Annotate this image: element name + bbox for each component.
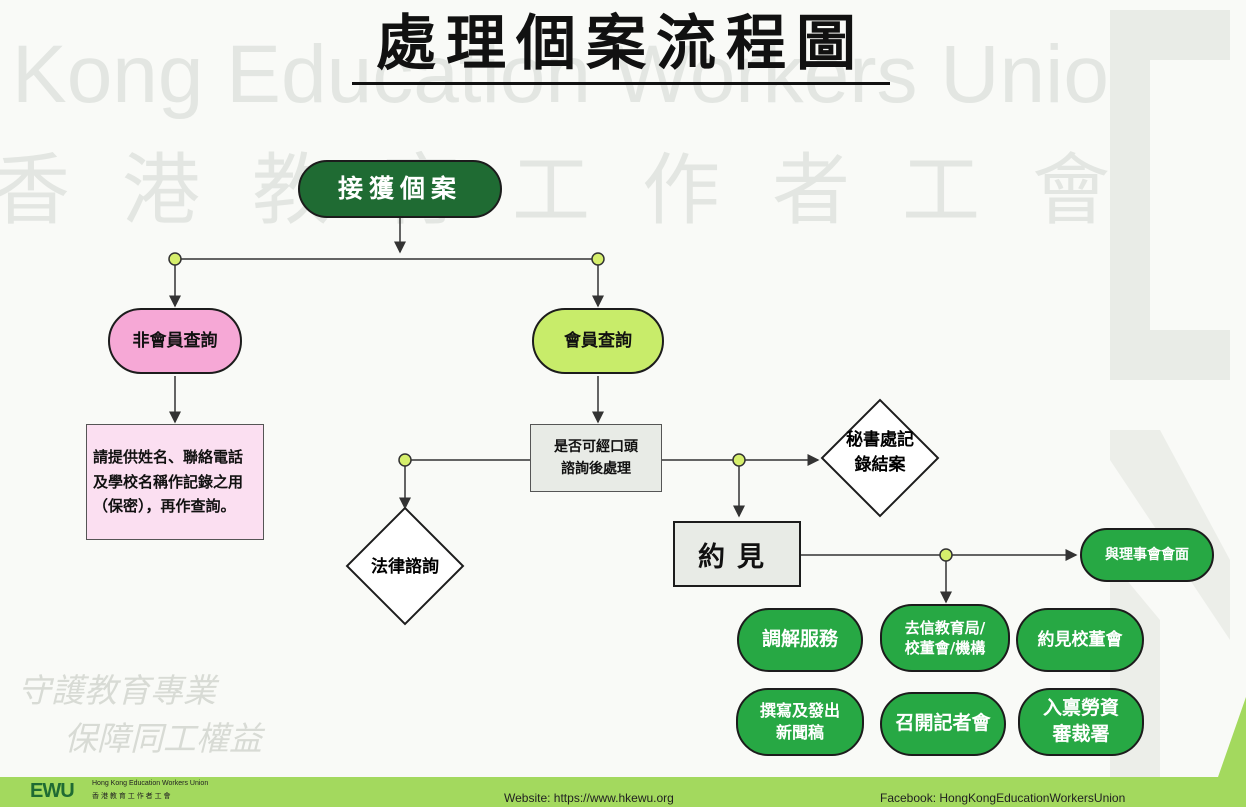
corner-accent	[1218, 697, 1246, 777]
footer-website[interactable]: Website: https://www.hkewu.org	[504, 791, 674, 805]
footer-org-en: Hong Kong Education Workers Union	[92, 780, 209, 787]
start-node: 接獲個案	[298, 160, 502, 218]
press-release-node: 撰寫及發出 新聞稿	[736, 688, 864, 756]
watermark-slogan-line1: 守護教育專業	[18, 671, 216, 710]
letter-node: 去信教育局/ 校董會/機構	[880, 604, 1010, 672]
meet-board-node: 約見校董會	[1016, 608, 1144, 672]
mediation-node: 調解服務	[737, 608, 863, 672]
member-node: 會員查詢	[532, 308, 664, 374]
tribunal-node: 入禀勞資 審裁署	[1018, 688, 1144, 756]
tribunal-line1: 入禀勞資	[1042, 697, 1119, 720]
letter-line2: 校董會/機構	[904, 639, 986, 657]
appointment-box: 約見	[673, 521, 801, 587]
decision-box: 是否可經口頭諮詢後處理	[530, 424, 662, 492]
provide-info-box: 請提供姓名、聯絡電話及學校名稱作記錄之用（保密），再作查詢。	[86, 424, 264, 540]
footer-bar: EWU Hong Kong Education Workers Union 香 …	[0, 777, 1246, 807]
non-member-node: 非會員查詢	[108, 308, 242, 374]
flow-connectors	[168, 217, 1078, 604]
letter-line1: 去信教育局/	[904, 618, 986, 637]
legal-advice-label: 法律諮詢	[371, 557, 439, 577]
watermark-chinese: 香港教育工作者工會	[0, 146, 1163, 234]
press-release-line2: 新聞稿	[775, 723, 824, 742]
page-title: 處理個案流程圖	[352, 6, 890, 85]
footer-logo: EWU	[30, 780, 75, 802]
press-release-line1: 撰寫及發出	[759, 701, 840, 721]
footer-org-zh: 香 港 教 育 工 作 者 工 會	[92, 793, 171, 800]
secretariat-label: 秘書處記錄結案	[846, 430, 914, 475]
tribunal-line2: 審裁署	[1052, 723, 1110, 745]
watermark-english: Kong Education Workers Union	[12, 29, 1155, 120]
footer-facebook[interactable]: Facebook: HongKongEducationWorkersUnion	[880, 791, 1126, 805]
watermark-slogan-line2: 保障同工權益	[64, 719, 262, 758]
press-conference-node: 召開記者會	[880, 692, 1006, 756]
meet-council-node: 與理事會會面	[1080, 528, 1214, 582]
